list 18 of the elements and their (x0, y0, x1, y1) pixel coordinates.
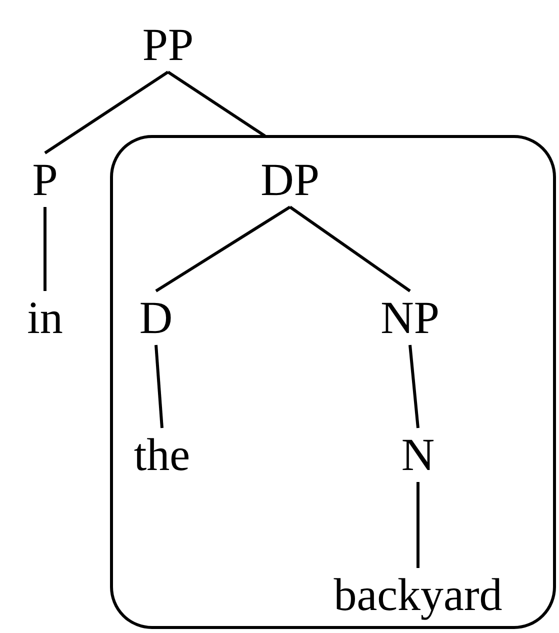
tree-label: P (32, 157, 58, 203)
tree-label: N (401, 432, 435, 478)
tree-branch (44, 207, 46, 291)
tree-branch (167, 70, 266, 138)
tree-label: in (27, 295, 63, 341)
tree-branch (416, 482, 420, 568)
tree-label: backyard (334, 572, 502, 618)
tree-label: DP (260, 157, 320, 203)
tree-branch (289, 206, 411, 292)
tree-branch (44, 70, 169, 154)
tree-label: NP (380, 295, 440, 341)
rounded-frame (110, 135, 556, 629)
tree-branch (408, 344, 420, 428)
tree-label: D (139, 295, 173, 341)
tree-label: PP (142, 22, 194, 68)
tree-branch (155, 206, 291, 292)
tree-label: the (134, 432, 190, 478)
tree-branch (154, 344, 164, 428)
